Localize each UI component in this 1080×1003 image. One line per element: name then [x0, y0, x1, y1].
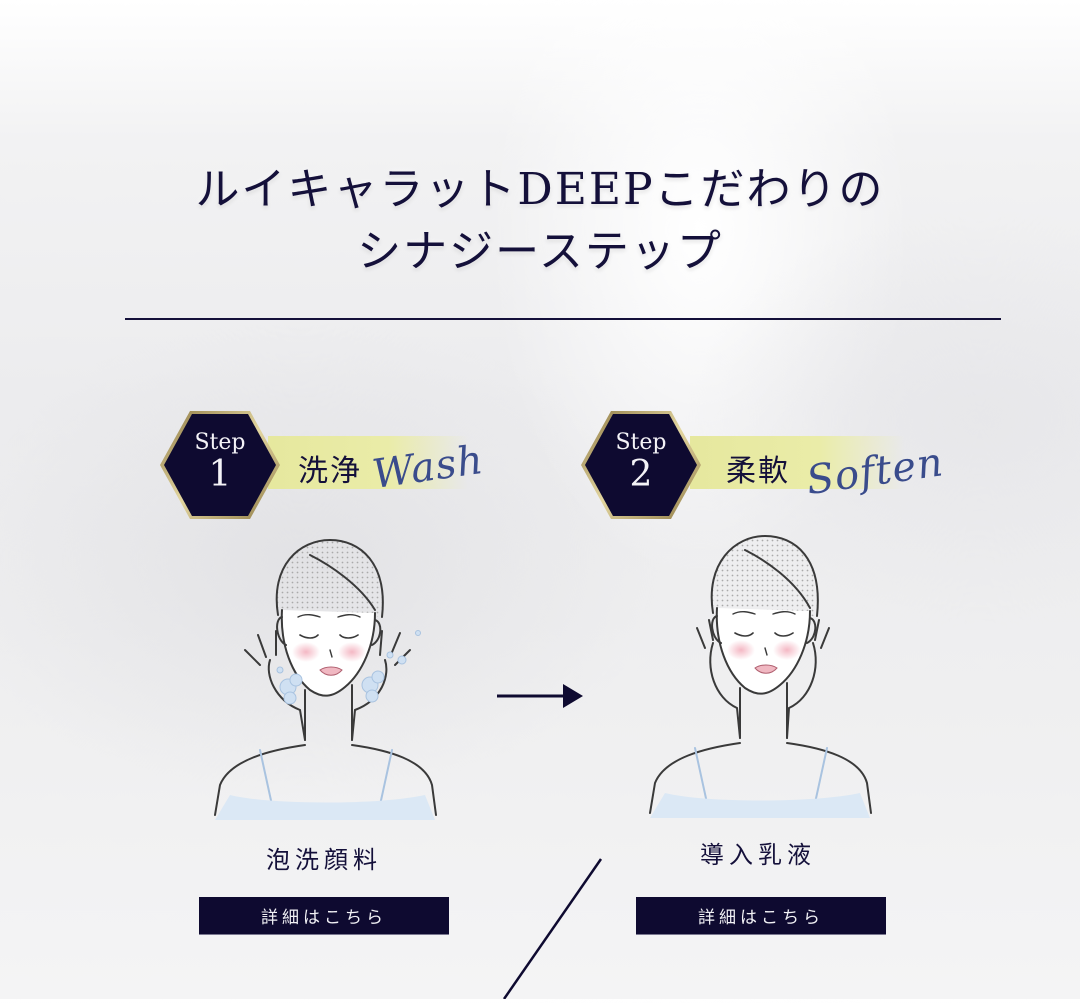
woman-washing-face-icon [214, 538, 437, 820]
step-1-label: Step [194, 430, 246, 455]
woman-applying-lotion-icon [649, 534, 872, 818]
step-1-title-jp: 洗浄 [298, 454, 362, 489]
step-1-title-band [268, 436, 468, 489]
step-1-details-button[interactable]: 詳細はこちら [199, 897, 449, 934]
step-2-hexagon-badge: Step 2 [580, 410, 702, 520]
hexagon-icon [160, 411, 280, 519]
step-1-illustration [210, 535, 440, 820]
step-1-product-name: 泡洗顔料 [266, 846, 382, 874]
step-2-label: Step [615, 430, 667, 455]
step-2-number: 2 [629, 454, 653, 495]
arrow-right-icon [497, 682, 583, 712]
step-2-title-jp: 柔軟 [726, 454, 790, 489]
title-divider [125, 318, 1001, 320]
step-2-title-band [690, 436, 905, 489]
step-2-illustration [645, 528, 875, 818]
page-title-line-2: シナジーステップ [357, 226, 723, 277]
step-1-hexagon-badge: Step 1 [159, 410, 281, 520]
hexagon-icon [581, 411, 701, 519]
step-1-number: 1 [208, 454, 232, 495]
step-2-details-button[interactable]: 詳細はこちら [636, 897, 886, 934]
step-2-product-name: 導入乳液 [700, 841, 816, 869]
diagonal-divider-line [500, 855, 606, 1000]
page-title-line-1: ルイキャラットDEEPこだわりの [195, 164, 885, 215]
